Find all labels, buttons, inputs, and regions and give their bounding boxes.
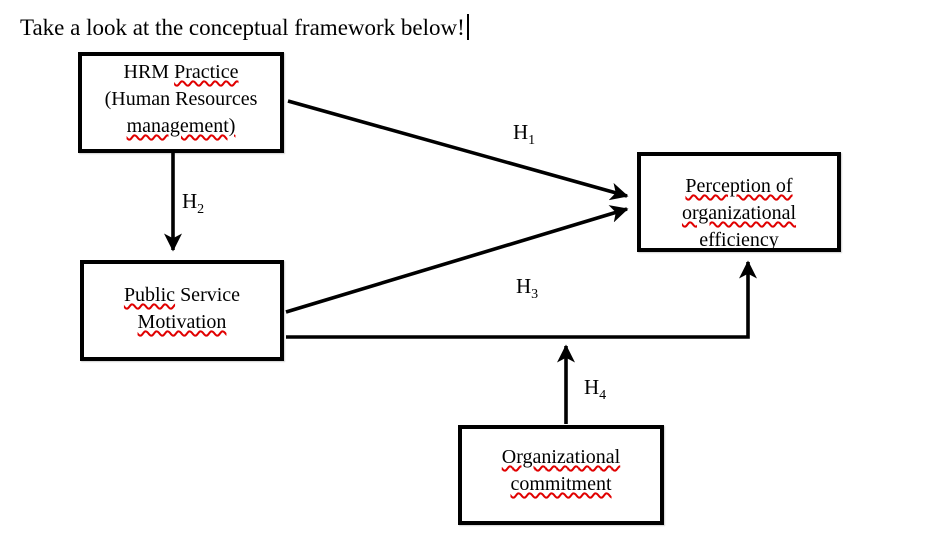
box-text-line: management) (82, 113, 280, 140)
box-text: (Human Resources (104, 88, 258, 110)
h3-arrow[interactable] (285, 205, 629, 314)
label-h1[interactable]: H1 (513, 120, 535, 148)
hypothesis-subscript: 1 (528, 133, 536, 149)
label-h4[interactable]: H4 (584, 375, 606, 403)
box-organizational-commitment[interactable]: Organizational commitment (458, 425, 664, 525)
box-text: HRM (123, 61, 175, 83)
box-text: efficiency (699, 229, 779, 251)
text-cursor (466, 14, 469, 40)
hypothesis-subscript: 2 (197, 202, 205, 218)
hypothesis-symbol: H (516, 274, 532, 298)
box-perception-of-organizational-efficiency[interactable]: Perception of organizational efficiency (637, 152, 841, 252)
hypothesis-symbol: H (584, 375, 600, 399)
box-text-line: Organizational (462, 444, 660, 471)
misspelled-text: Perception of (685, 175, 793, 197)
box-text-line: Public Service (84, 282, 280, 309)
box-text-line: efficiency (641, 227, 837, 251)
hypothesis-subscript: 4 (599, 388, 607, 404)
hypothesis-symbol: H (513, 120, 529, 144)
misspelled-text: Motivation (137, 311, 227, 333)
misspelled-text: Practice (174, 61, 239, 83)
misspelled-text: Organizational (501, 446, 621, 468)
misspelled-text: organizational (681, 202, 797, 224)
box-text-line: commitment (462, 471, 660, 498)
box-text-line: organizational (641, 200, 837, 227)
misspelled-text: commitment (510, 473, 612, 495)
box-text-line: HRM Practice (82, 59, 280, 86)
misspelled-text: Public (123, 284, 176, 306)
heading-label: Take a look at the conceptual framework … (20, 15, 465, 40)
psm-to-perception-connector-arrow[interactable] (286, 260, 757, 339)
box-hrm-practice[interactable]: HRM Practice (Human Resources management… (78, 52, 284, 153)
h1-arrow[interactable] (287, 99, 629, 201)
hypothesis-symbol: H (182, 189, 198, 213)
box-text: Service (175, 284, 241, 306)
label-h3[interactable]: H3 (516, 274, 538, 302)
box-public-service-motivation[interactable]: Public Service Motivation (80, 260, 284, 361)
box-text-line: Perception of (641, 173, 837, 200)
box-text-line: (Human Resources (82, 86, 280, 113)
hypothesis-subscript: 3 (531, 287, 539, 303)
misspelled-text: management) (126, 115, 236, 137)
heading-text-line[interactable]: Take a look at the conceptual framework … (20, 13, 469, 43)
box-text-line: Motivation (84, 309, 280, 336)
label-h2[interactable]: H2 (182, 189, 204, 217)
